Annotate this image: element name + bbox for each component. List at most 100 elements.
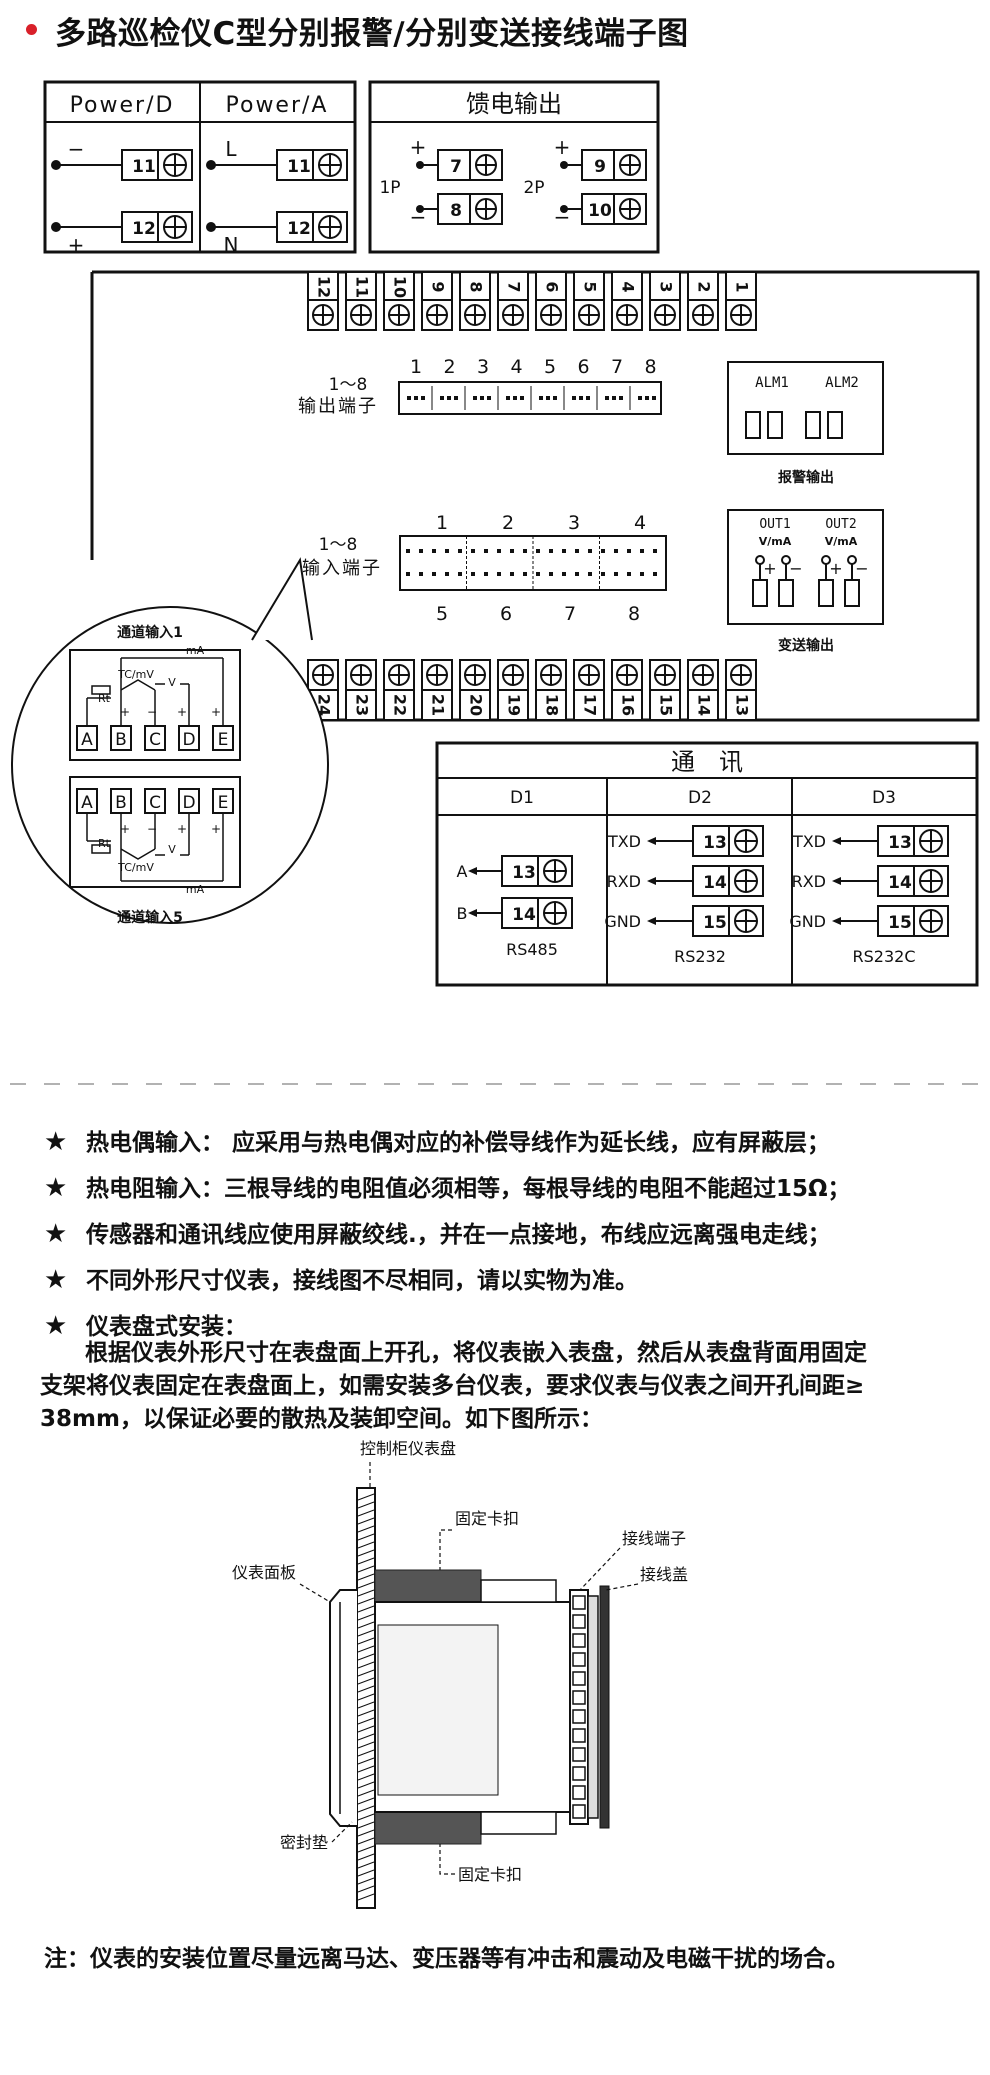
comm-box-title: 通 讯 xyxy=(671,748,743,776)
top-terminal: 10 xyxy=(383,271,415,331)
top-terminal: 9 xyxy=(421,271,453,331)
polarity-label: − xyxy=(68,137,85,161)
output-number: 5 xyxy=(544,356,556,378)
leader-face xyxy=(299,1583,331,1603)
polarity-label: + xyxy=(829,559,842,578)
terminal-number-box xyxy=(611,689,643,721)
relay-contact-icon xyxy=(827,411,843,439)
pin-dot xyxy=(549,572,553,576)
terminal-number: 9 xyxy=(594,157,606,177)
comm-terminal: 14 xyxy=(692,865,764,897)
input-terminal-label: 输入端子 xyxy=(302,558,382,579)
pin-dot xyxy=(445,572,449,576)
pin-dot xyxy=(510,572,514,576)
pin-dot xyxy=(536,572,540,576)
terminal-number: 5 xyxy=(581,281,600,292)
comm-pin-name: GND xyxy=(604,912,641,931)
pin-dot xyxy=(612,396,616,400)
feed-terminal: 10 xyxy=(581,193,647,225)
transmit-label: OUT1 xyxy=(759,517,790,532)
output-number: 4 xyxy=(510,356,522,378)
transmit-box xyxy=(727,509,884,625)
comm-box xyxy=(435,741,979,987)
star-icon: ★ xyxy=(44,1127,68,1157)
hatch-line xyxy=(357,1885,375,1893)
terminal-number: 7 xyxy=(450,157,462,177)
hatch-line xyxy=(357,1557,375,1565)
feed-group-label: 2P xyxy=(523,178,544,198)
terminal-screw-icon xyxy=(572,1728,586,1743)
hatch-line xyxy=(357,1829,375,1837)
rt-label: Rt xyxy=(98,692,111,705)
comm-terminal: 14 xyxy=(501,897,573,929)
pin-dot xyxy=(638,396,642,400)
leader-clip-bottom xyxy=(439,1844,455,1875)
comm-pin-name: RXD xyxy=(607,872,641,891)
pin-dot xyxy=(458,549,462,553)
hatch-line xyxy=(357,1533,375,1541)
pin-dot xyxy=(619,396,623,400)
hatch-line xyxy=(357,1893,375,1901)
star-icon: ★ xyxy=(44,1311,68,1341)
pin-dot xyxy=(471,549,475,553)
top-terminal: 7 xyxy=(497,271,529,331)
polarity-label: L xyxy=(225,137,237,161)
comm-terminal: 15 xyxy=(877,905,949,937)
polarity-label: + xyxy=(211,705,221,719)
housing-inner xyxy=(377,1624,499,1796)
hatch-line xyxy=(357,1605,375,1613)
alarm-label: ALM1 xyxy=(755,375,789,391)
terminal-number: 7 xyxy=(505,281,524,292)
transmit-contact-icon xyxy=(844,579,860,607)
label-face: 仪表面板 xyxy=(232,1563,296,1582)
pin-dot xyxy=(407,396,411,400)
top-terminal: 12 xyxy=(307,271,339,331)
comm-terminal: 13 xyxy=(877,825,949,857)
top-terminal: 3 xyxy=(649,271,681,331)
note-item: ★仪表盘式安装： xyxy=(44,1304,964,1350)
leader-clip-top xyxy=(439,1529,452,1570)
star-icon: ★ xyxy=(44,1173,68,1203)
channel-letter: D xyxy=(182,730,195,750)
pin-dot xyxy=(549,549,553,553)
channel-letter: A xyxy=(81,793,93,813)
terminal-number-box xyxy=(581,193,615,225)
transmit-caption: 变送输出 xyxy=(778,637,834,654)
pin-dot xyxy=(445,549,449,553)
note-item: ★热电偶输入： 应采用与热电偶对应的补偿导线作为延长线，应有屏蔽层； xyxy=(44,1120,964,1166)
alarm-caption: 报警输出 xyxy=(778,469,834,486)
terminal-screw-icon xyxy=(572,1785,586,1800)
pin-dot xyxy=(588,572,592,576)
bottom-terminal: 21 xyxy=(421,659,453,721)
hatch-line xyxy=(357,1613,375,1621)
polarity-label: − xyxy=(789,559,802,578)
channel-letter: C xyxy=(149,793,161,813)
pin-dot xyxy=(652,396,656,400)
notes-list: ★热电偶输入： 应采用与热电偶对应的补偿导线作为延长线，应有屏蔽层； ★热电阻输… xyxy=(44,1120,964,1350)
pin-dot xyxy=(523,549,527,553)
terminal-rail xyxy=(587,1595,599,1819)
polarity-label: − xyxy=(147,822,157,836)
terminal-screw-icon xyxy=(572,1690,586,1705)
output-number: 6 xyxy=(577,356,589,378)
ma-label: mA xyxy=(186,883,205,896)
arrow-head-icon xyxy=(647,837,656,845)
terminal-number: 18 xyxy=(543,694,562,716)
terminal-number: 14 xyxy=(888,873,912,893)
hatch-line xyxy=(357,1653,375,1661)
comm-caption: RS485 xyxy=(506,940,558,959)
terminal-number-box xyxy=(692,865,730,897)
red-bullet-icon xyxy=(26,24,37,35)
bottom-terminal: 18 xyxy=(535,659,567,721)
arrow-head-icon xyxy=(468,909,477,917)
hatch-line xyxy=(357,1709,375,1717)
channel-letter: E xyxy=(218,730,229,750)
terminal-number: 12 xyxy=(132,219,156,239)
hatch-line xyxy=(357,1525,375,1533)
arrow-head-icon xyxy=(647,877,656,885)
v-label: V xyxy=(168,676,176,689)
comm-column-header: D3 xyxy=(872,788,896,808)
output-number: 1 xyxy=(410,356,422,378)
note-text: 传感器和通讯线应使用屏蔽绞线.，并在一点接地，布线应远离强电走线； xyxy=(86,1222,831,1248)
